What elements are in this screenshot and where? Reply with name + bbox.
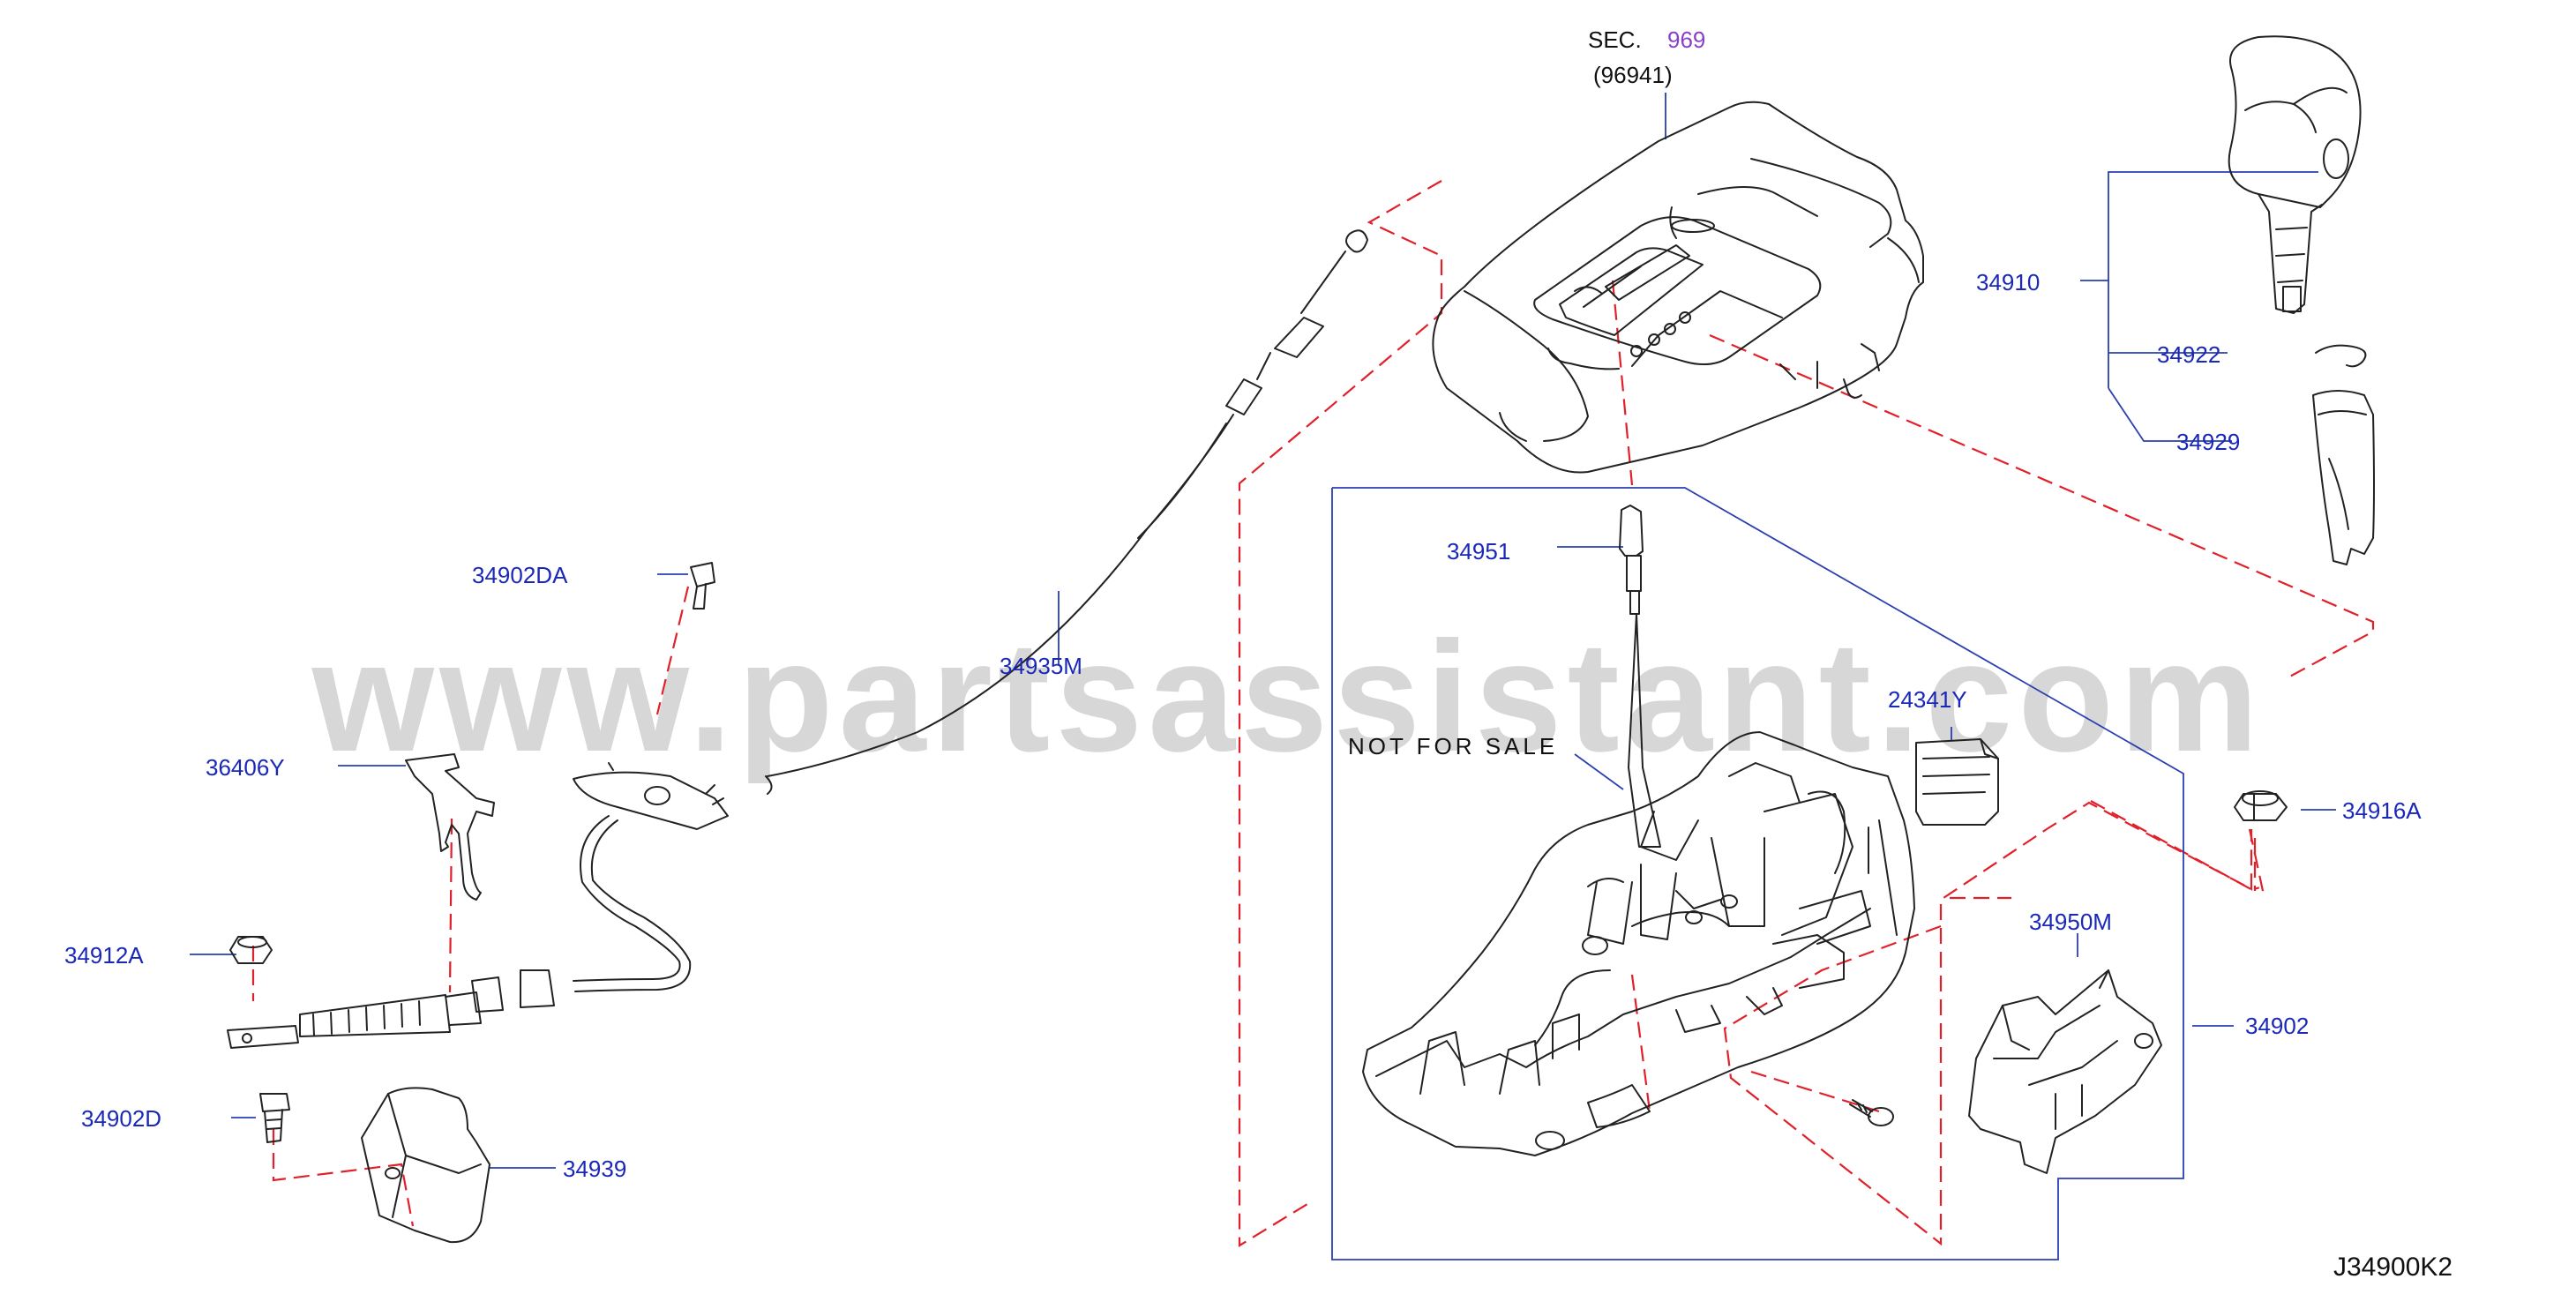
part-24341Y[interactable]: 24341Y bbox=[1888, 686, 1967, 713]
knob-sleeve bbox=[2312, 390, 2375, 565]
console-finisher bbox=[1432, 101, 1924, 474]
assembly-dashed-lines bbox=[251, 180, 2375, 1247]
section-link[interactable]: 969 bbox=[1667, 26, 1706, 53]
part-36406Y[interactable]: 36406Y bbox=[206, 754, 285, 781]
part-34902DA[interactable]: 34902DA bbox=[472, 562, 568, 588]
section-prefix: SEC. bbox=[1588, 26, 1642, 53]
bolt-34902D bbox=[259, 1093, 290, 1143]
screw bbox=[1849, 1099, 1894, 1126]
not-for-sale-note: NOT FOR SALE bbox=[1348, 733, 1559, 759]
part-34910[interactable]: 34910 bbox=[1976, 269, 2041, 295]
drawing-lines bbox=[227, 35, 2375, 1244]
connector bbox=[1915, 738, 1999, 826]
clip bbox=[2315, 344, 2367, 368]
bracket-36406Y bbox=[405, 753, 495, 901]
shift-lock-unit bbox=[1968, 969, 2162, 1174]
shifter-base bbox=[1362, 731, 1915, 1156]
part-34902[interactable]: 34902 bbox=[2245, 1013, 2310, 1039]
nut-34912A bbox=[229, 936, 273, 964]
control-cable bbox=[227, 229, 1368, 1049]
leader-lines bbox=[190, 93, 2336, 1260]
bracket-34939 bbox=[361, 1087, 490, 1244]
part-34951[interactable]: 34951 bbox=[1447, 538, 1511, 565]
part-34916A[interactable]: 34916A bbox=[2342, 797, 2422, 824]
drawing-code: J34900K2 bbox=[2333, 1253, 2453, 1282]
section-subref: (96941) bbox=[1593, 62, 1673, 88]
nut-34916A bbox=[2234, 790, 2288, 821]
part-34935M[interactable]: 34935M bbox=[1000, 653, 1082, 679]
part-34902D[interactable]: 34902D bbox=[81, 1105, 162, 1132]
part-34939[interactable]: 34939 bbox=[563, 1156, 627, 1182]
part-34950M[interactable]: 34950M bbox=[2029, 909, 2112, 935]
shift-lever bbox=[1619, 505, 1661, 848]
part-34929[interactable]: 34929 bbox=[2176, 429, 2241, 455]
part-34912A[interactable]: 34912A bbox=[64, 942, 144, 969]
shift-knob bbox=[2228, 35, 2362, 314]
bolt-34902DA bbox=[690, 562, 715, 610]
part-34922[interactable]: 34922 bbox=[2157, 341, 2221, 368]
watermark: www.partsassistant.com bbox=[311, 609, 2265, 784]
